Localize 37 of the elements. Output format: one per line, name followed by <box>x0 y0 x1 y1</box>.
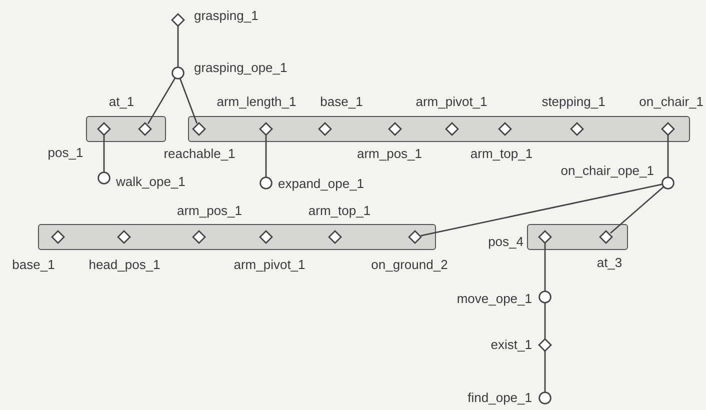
connector-line <box>179 78 198 124</box>
connector-line <box>177 26 179 67</box>
node-label: grasping_ope_1 <box>194 60 288 75</box>
node-label: exist_1 <box>490 337 532 352</box>
node-label: arm_pivot_1 <box>416 94 488 108</box>
node-label: on_chair_1 <box>639 94 704 108</box>
node-label: arm_top_1 <box>308 202 371 218</box>
node-label: on_ground_2 <box>371 256 448 272</box>
node-label: base_1 <box>320 94 363 108</box>
connector-line <box>103 135 105 172</box>
connector-line <box>420 184 662 236</box>
node-label: grasping_1 <box>194 8 258 23</box>
node-label: pos_4 <box>488 234 524 248</box>
node-label: expand_ope_1 <box>278 176 364 191</box>
connector-line <box>610 186 664 234</box>
node-label: move_ope_1 <box>456 291 532 306</box>
node-label: at_3 <box>596 254 622 270</box>
node-label: base_1 <box>12 256 55 272</box>
connector-line <box>544 303 546 339</box>
node-label: arm_pos_1 <box>176 202 242 218</box>
node-label: arm_length_1 <box>216 94 296 108</box>
node-label: on_chair_ope_1 <box>560 163 654 178</box>
node-label: arm_pivot_1 <box>234 256 306 272</box>
node-label: arm_top_1 <box>470 146 533 160</box>
connector-line <box>667 135 669 177</box>
node-label: walk_ope_1 <box>116 174 186 189</box>
connector-line <box>544 351 546 392</box>
node-label: reachable_1 <box>164 146 236 160</box>
connector-line <box>265 135 267 177</box>
node-label: head_pos_1 <box>88 256 160 272</box>
connector-line <box>544 243 546 291</box>
node-label: pos_1 <box>48 144 84 160</box>
node-label: find_ope_1 <box>468 390 532 405</box>
node-label: stepping_1 <box>542 94 606 108</box>
connector-line <box>147 78 176 124</box>
node-label: arm_pos_1 <box>356 146 422 160</box>
node-label: at_1 <box>108 94 134 108</box>
